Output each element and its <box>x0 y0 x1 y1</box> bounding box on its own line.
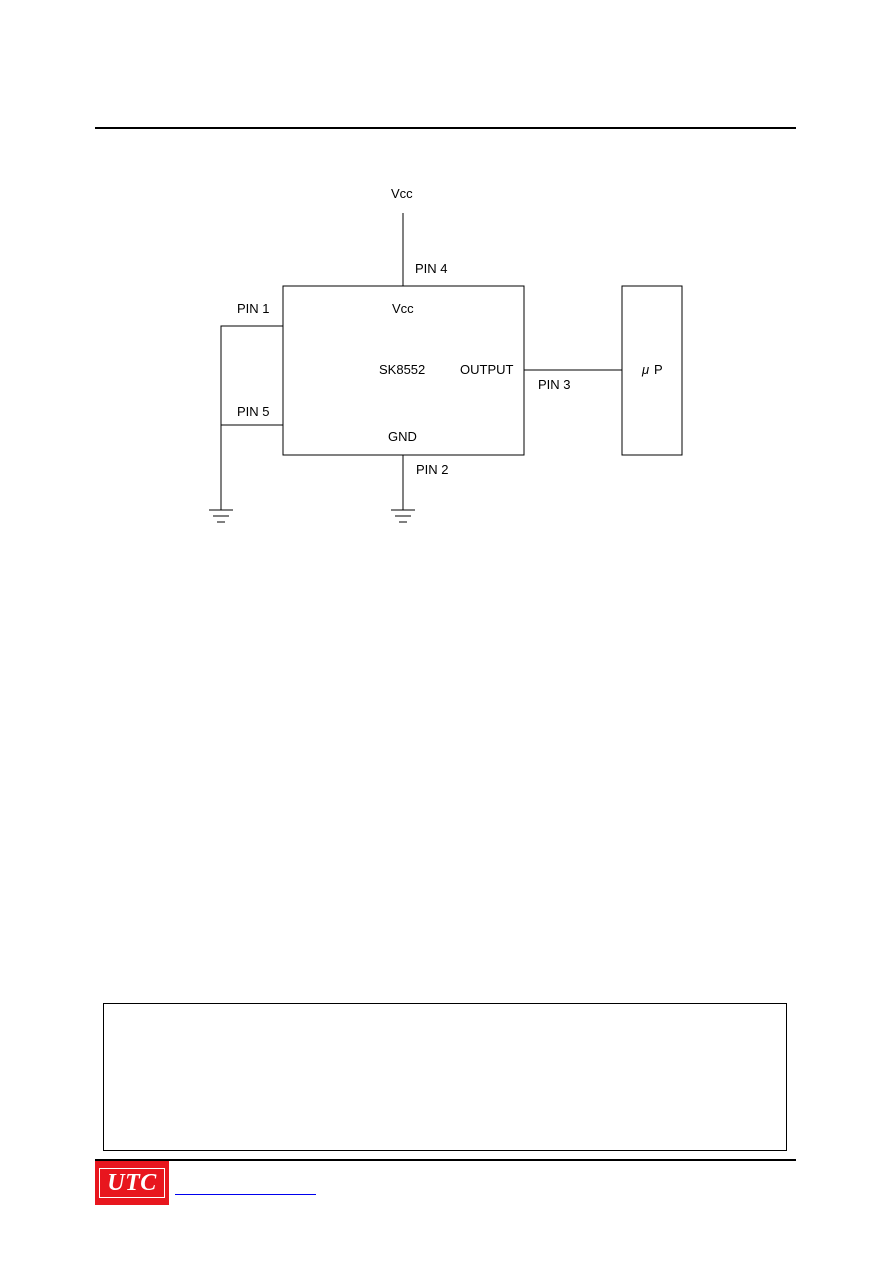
pin2-label: PIN 2 <box>416 462 449 477</box>
mcu-box <box>621 285 683 456</box>
circuit-wires <box>220 213 622 510</box>
vcc-supply-label: Vcc <box>391 186 413 201</box>
utc-logo-text: UTC <box>107 1169 157 1196</box>
ic-box <box>282 285 525 456</box>
utc-logo: UTC <box>95 1161 169 1205</box>
header-rule <box>95 127 796 129</box>
ic-output-label: OUTPUT <box>460 362 514 377</box>
pin4-label: PIN 4 <box>415 261 448 276</box>
pin1-label: PIN 1 <box>237 301 270 316</box>
website-link-underline[interactable] <box>175 1194 316 1195</box>
ic-vcc-label: Vcc <box>392 301 414 316</box>
disclaimer-box <box>103 1003 787 1151</box>
application-circuit-diagram: Vcc PIN 4 PIN 1 Vcc SK8552 OUTPUT PIN 3 … <box>209 186 683 523</box>
utc-logo-frame: UTC <box>99 1168 165 1198</box>
ground-symbol-center <box>391 509 415 523</box>
pin1-wire <box>220 325 283 510</box>
mcu-mu-label: μ <box>641 362 649 377</box>
ic-gnd-label: GND <box>388 429 417 444</box>
mcu-p-label: P <box>654 362 663 377</box>
ground-symbol-left <box>209 509 233 523</box>
footer-rule <box>95 1159 796 1161</box>
pin5-label: PIN 5 <box>237 404 270 419</box>
ic-name-label: SK8552 <box>379 362 425 377</box>
pin3-label: PIN 3 <box>538 377 571 392</box>
